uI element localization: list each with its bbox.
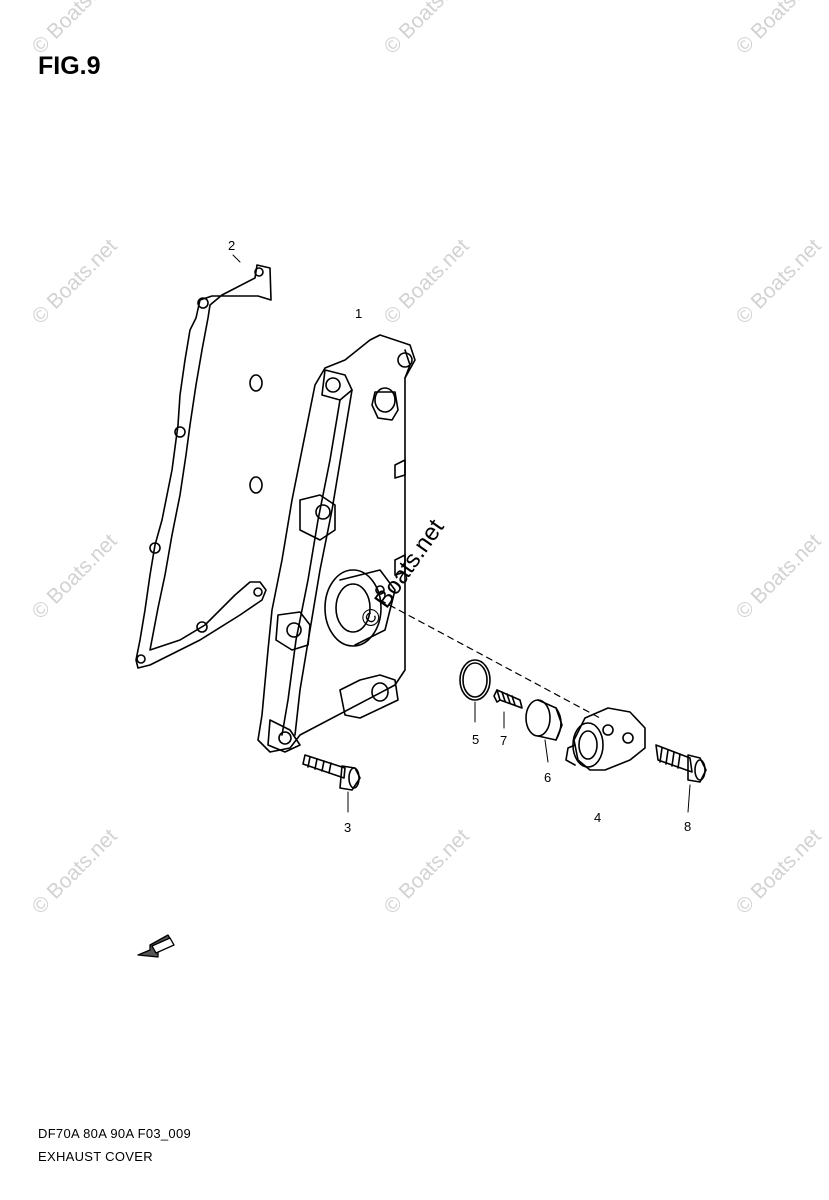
gasket: [135, 264, 272, 669]
part-label: 7: [500, 733, 508, 748]
bolt-large: [655, 744, 707, 783]
part-label: 8: [684, 819, 692, 834]
part-label: 5: [472, 732, 480, 747]
exhaust-plate: [565, 707, 646, 771]
label-tick: [687, 784, 691, 813]
part-label: 3: [344, 820, 352, 835]
small-bolt: [493, 689, 523, 709]
section-name: EXHAUST COVER: [38, 1149, 153, 1164]
collar: [525, 699, 563, 741]
leader-line: [379, 599, 601, 719]
part-label: 4: [594, 810, 602, 825]
figure-title: FIG.9: [38, 52, 101, 80]
model-code: DF70A 80A 90A F03_009: [38, 1126, 192, 1141]
part-label: 6: [544, 770, 552, 785]
label-tick: [232, 254, 241, 263]
part-label: 2: [228, 238, 236, 253]
front-arrow-icon: [137, 934, 175, 958]
o-ring: [459, 659, 491, 701]
label-tick: [544, 739, 549, 763]
bolt-lower: [302, 754, 361, 791]
part-label: 1: [355, 306, 363, 321]
exhaust-cover: [257, 334, 416, 753]
